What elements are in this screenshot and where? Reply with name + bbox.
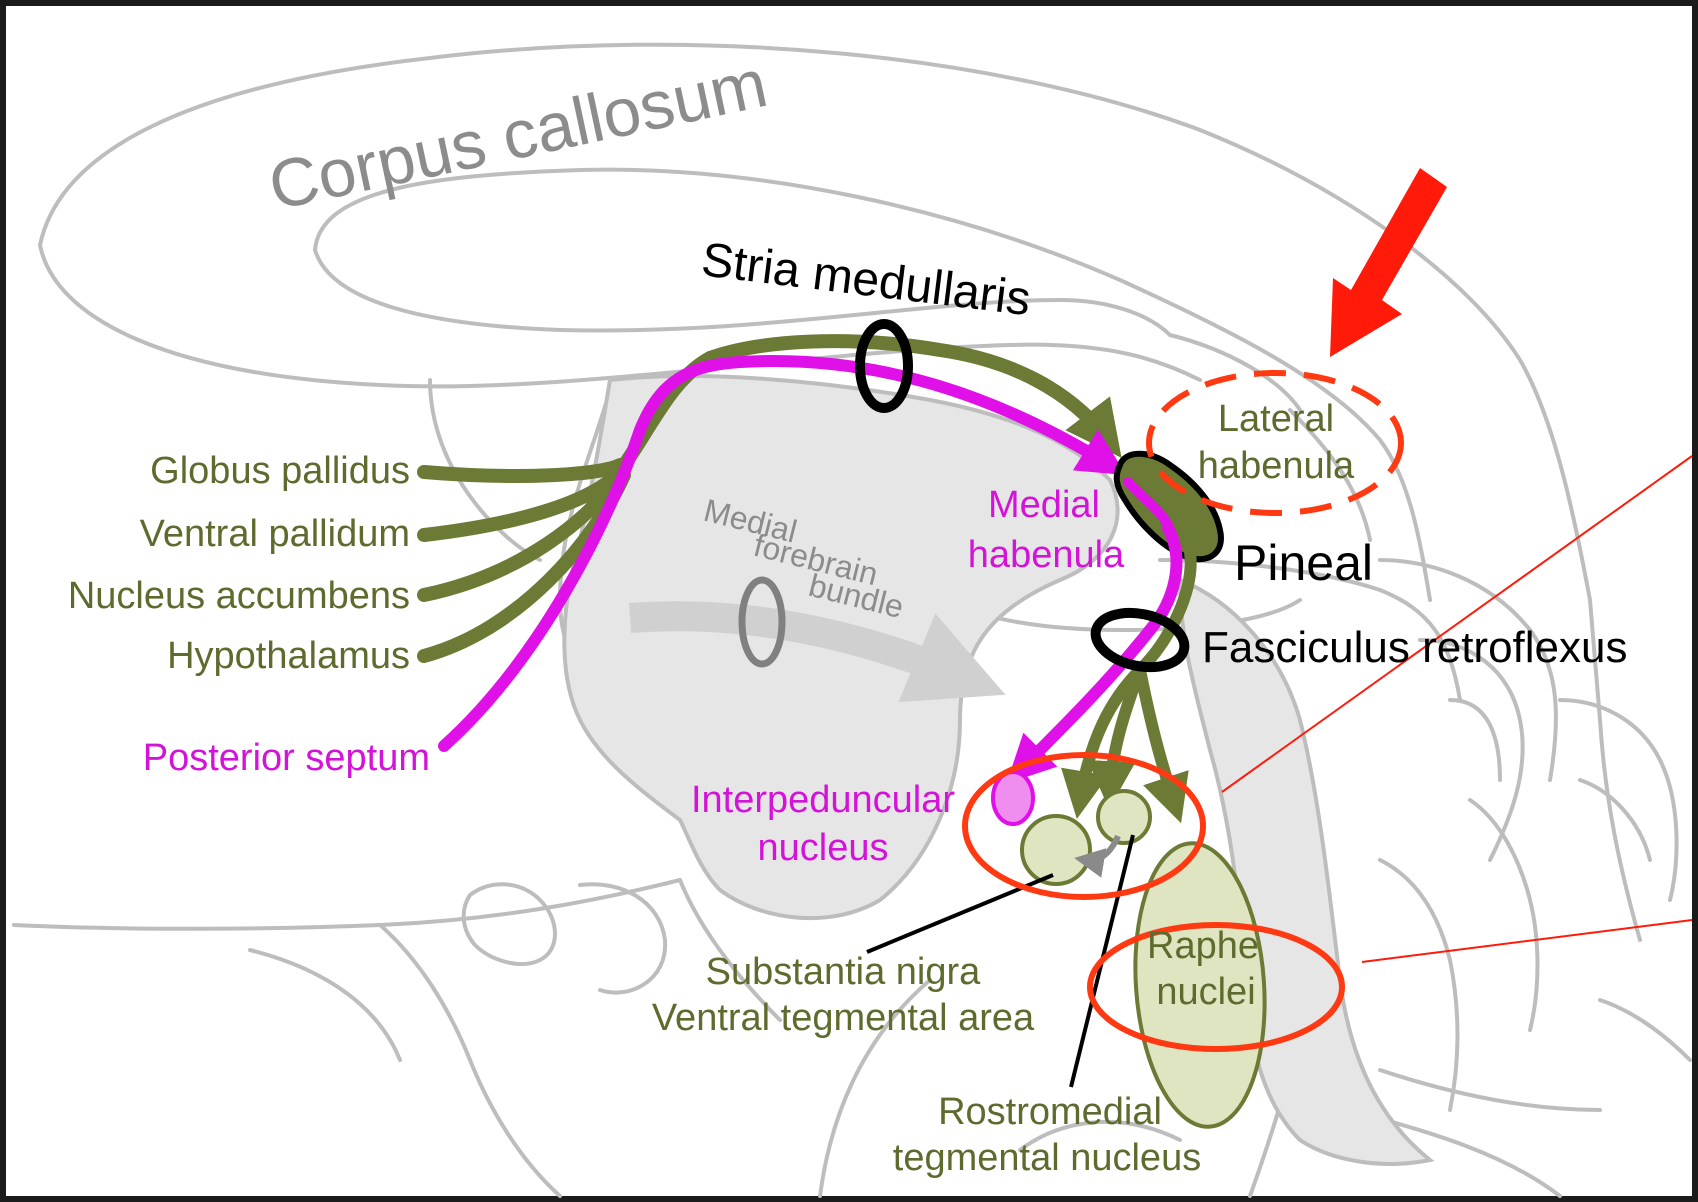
interpeduncular-label-line2: nucleus: [758, 827, 889, 869]
interpeduncular-label-line1: Interpeduncular: [691, 779, 955, 821]
medial-habenula-label-line1: Medial: [988, 484, 1100, 526]
ventral-pallidum-label: Ventral pallidum: [140, 513, 410, 555]
rmtg-nucleus: [1098, 791, 1150, 843]
nucleus-accumbens-label: Nucleus accumbens: [68, 575, 410, 617]
raphe-label-line2: nuclei: [1156, 971, 1255, 1013]
sn-vta-label-line2: Ventral tegmental area: [652, 997, 1035, 1039]
sn-vta-nucleus: [1022, 816, 1090, 884]
pineal-label: Pineal: [1234, 535, 1373, 591]
rmtg-label-line2: tegmental nucleus: [893, 1137, 1201, 1179]
lateral-habenula-label-line2: habenula: [1198, 445, 1355, 487]
globus-pallidus-label: Globus pallidus: [150, 450, 410, 492]
raphe-label-line1: Raphe: [1147, 925, 1259, 967]
sn-vta-label-line1: Substantia nigra: [706, 951, 981, 993]
lateral-habenula-label-line1: Lateral: [1218, 398, 1334, 440]
posterior-septum-label: Posterior septum: [143, 737, 430, 779]
medial-habenula-label-line2: habenula: [968, 534, 1125, 576]
fasciculus-retroflexus-label: Fasciculus retroflexus: [1202, 623, 1627, 672]
rmtg-label-line1: Rostromedial: [938, 1091, 1162, 1133]
hypothalamus-label: Hypothalamus: [167, 635, 410, 677]
